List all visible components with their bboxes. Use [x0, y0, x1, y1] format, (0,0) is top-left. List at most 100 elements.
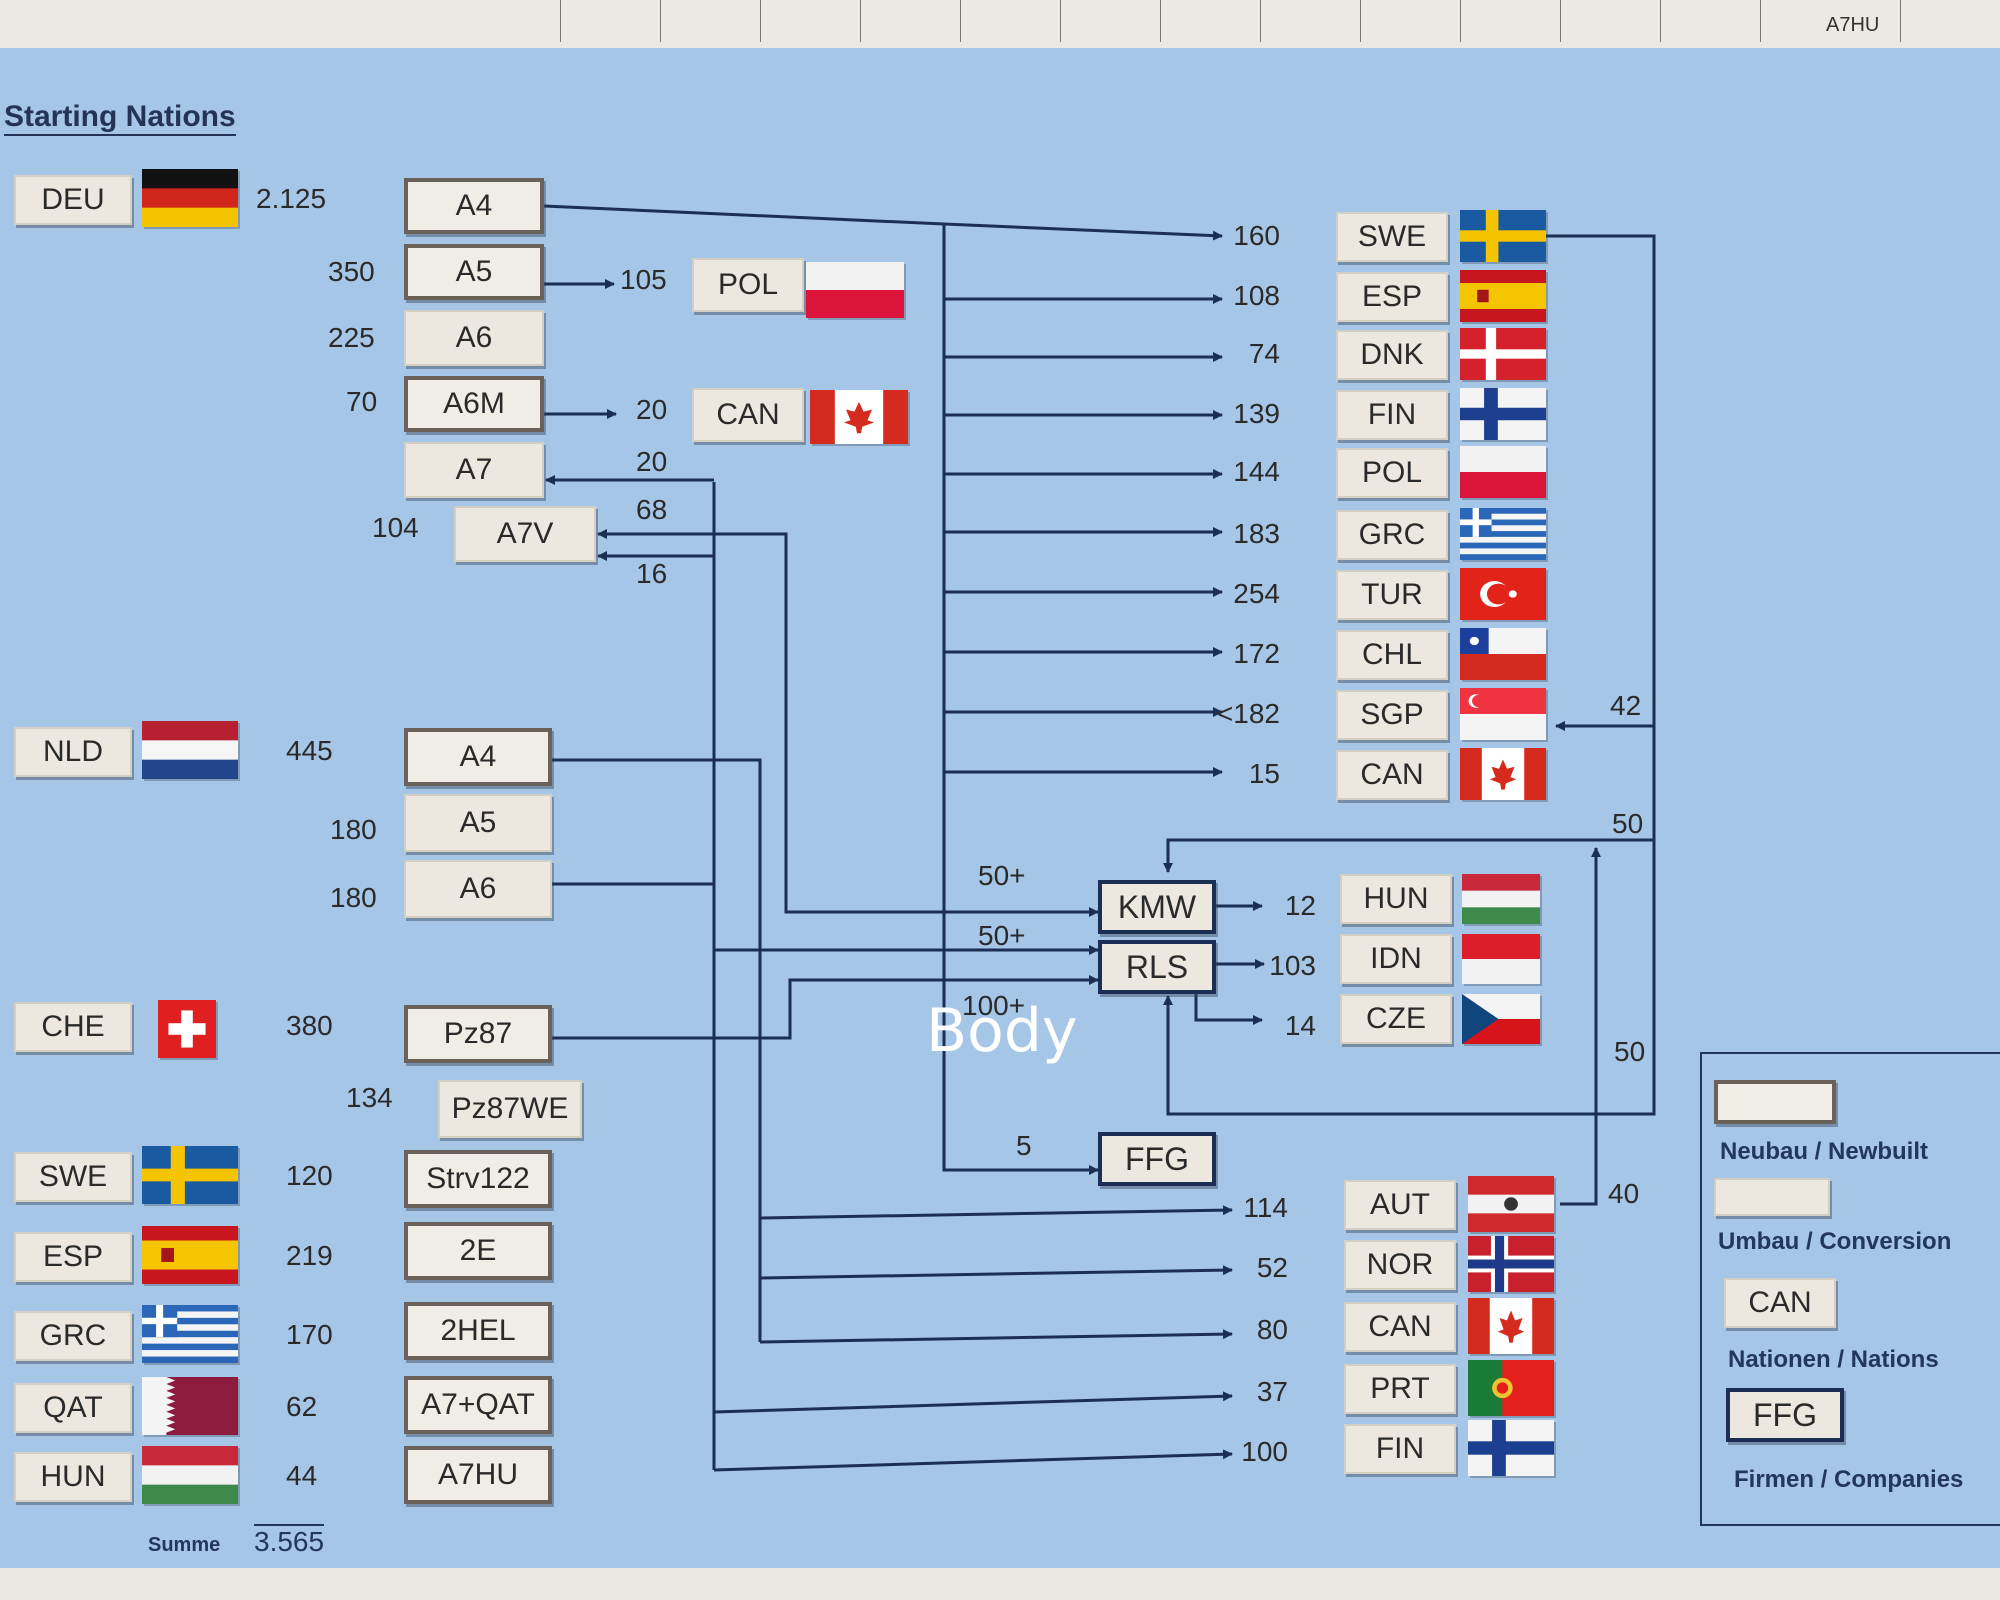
company-kmw: KMW	[1098, 880, 1216, 934]
step-count: 104	[372, 512, 419, 543]
recipient-aut: AUT	[1344, 1180, 1456, 1230]
early-qty-pol: 105	[620, 264, 667, 295]
backflow-qty: 20	[636, 446, 668, 477]
recipient-fin: FIN	[1336, 390, 1448, 440]
nation-code-hun: HUN	[14, 1452, 132, 1502]
recipient-dnk: DNK	[1336, 330, 1448, 380]
backflow-qty: 16	[636, 558, 668, 589]
recipient-tur: TUR	[1336, 570, 1448, 620]
recipient-qty-prt: 37	[1256, 1376, 1288, 1407]
recipient-fin: FIN	[1344, 1424, 1456, 1474]
model-pz87we-box: Pz87WE	[438, 1080, 582, 1138]
flag-ch-icon	[158, 1000, 216, 1058]
flag-se-icon	[142, 1146, 238, 1204]
step-count: 134	[346, 1082, 393, 1113]
legend-conversion-swatch	[1714, 1178, 1830, 1216]
flag-gr-icon	[142, 1305, 238, 1364]
flag-de-icon	[142, 169, 238, 228]
legend-conversion: Umbau / Conversion	[1718, 1228, 1952, 1255]
model-a5-box: A5	[404, 794, 552, 852]
flag-fi-icon	[1460, 388, 1546, 440]
legend-newbuilt: Neubau / Newbuilt	[1720, 1138, 1929, 1165]
recipient-idn: IDN	[1340, 934, 1452, 984]
model-a6-box: A6	[404, 310, 544, 366]
starting-qty-grc: 170	[286, 1319, 333, 1350]
model-strv122-box: Strv122	[404, 1150, 552, 1208]
company-recipient-qty-cze: 14	[1284, 1010, 1316, 1041]
flag-pt-icon	[1468, 1360, 1554, 1416]
flag-dk-icon	[1460, 328, 1546, 380]
model-2e-box: 2E	[404, 1222, 552, 1280]
recipient-chl: CHL	[1336, 630, 1448, 680]
recipient-qty-nor: 52	[1256, 1252, 1288, 1283]
model-pz87-box: Pz87	[404, 1005, 552, 1063]
flag-no-icon	[1468, 1236, 1554, 1292]
model-a4-box: A4	[404, 178, 544, 234]
recipient-qty-aut: 114	[1243, 1192, 1288, 1223]
flag-ca-icon	[1468, 1298, 1554, 1354]
flag-fi-icon	[1468, 1420, 1554, 1476]
recipient-qty-swe: 160	[1233, 220, 1280, 251]
recipient-qty-pol: 144	[1233, 456, 1280, 487]
starting-qty-esp: 219	[286, 1240, 333, 1271]
nation-code-che: CHE	[14, 1002, 132, 1052]
recipient-prt: PRT	[1344, 1364, 1456, 1414]
recipient-nor: NOR	[1344, 1240, 1456, 1290]
model-a7qat-box: A7+QAT	[404, 1376, 552, 1434]
legend	[1700, 1052, 2000, 1526]
recipient-qty-fin: 139	[1233, 398, 1280, 429]
company-rls: RLS	[1098, 940, 1216, 994]
flag-at-icon	[1468, 1176, 1554, 1233]
flag-pl-icon	[1460, 446, 1546, 499]
flag-sg-icon	[1460, 688, 1546, 740]
flow-to-sgp: 42	[1610, 690, 1642, 721]
nation-code-esp: ESP	[14, 1232, 132, 1282]
company-recipient-qty-idn: 103	[1269, 950, 1316, 981]
early-recipient-can: CAN	[692, 388, 804, 442]
recipient-qty-dnk: 74	[1248, 338, 1280, 369]
step-count: 180	[330, 814, 377, 845]
company-inflow-rls: 50+	[978, 920, 1026, 951]
starting-qty-swe: 120	[286, 1160, 333, 1191]
recipient-can: CAN	[1344, 1302, 1456, 1352]
flag-tr-icon	[1460, 568, 1546, 620]
company-ffg: FFG	[1098, 1132, 1216, 1186]
rls-inflow-extra: 100+	[962, 990, 1026, 1021]
recipient-esp: ESP	[1336, 272, 1448, 322]
recipient-hun: HUN	[1340, 874, 1452, 924]
starting-qty-deu: 2.125	[256, 183, 327, 214]
flow-to-rls: 50	[1614, 1036, 1646, 1067]
flow-from-aut: 40	[1608, 1178, 1640, 1209]
flag-ca-icon	[1460, 748, 1546, 800]
legend-companies: Firmen / Companies	[1734, 1466, 1964, 1493]
flag-se-icon	[1460, 210, 1546, 262]
diagram-sheet	[0, 48, 2000, 1568]
recipient-sgp: SGP	[1336, 690, 1448, 740]
flag-gr-icon	[1460, 508, 1546, 561]
step-count: 180	[330, 882, 377, 913]
flag-ca-icon	[810, 390, 908, 444]
legend-nation-sample: CAN	[1724, 1278, 1836, 1328]
recipient-qty-can: 80	[1256, 1314, 1288, 1345]
flag-hu-icon	[1462, 874, 1540, 925]
model-a7hu-box: A7HU	[404, 1446, 552, 1504]
model-a4-box: A4	[404, 728, 552, 786]
model-a7-box: A7	[404, 442, 544, 498]
flag-es-icon	[1460, 270, 1546, 322]
recipient-qty-chl: 172	[1233, 638, 1280, 669]
starting-qty-hun: 44	[286, 1460, 318, 1491]
flow-to-kmw: 50	[1612, 808, 1644, 839]
company-inflow-ffg: 5	[1016, 1130, 1032, 1161]
model-a5-box: A5	[404, 244, 544, 300]
flag-cl-icon	[1460, 628, 1546, 680]
page-title: Starting Nations	[4, 100, 236, 136]
summe-label: Summe	[148, 1534, 221, 1556]
recipient-swe: SWE	[1336, 212, 1448, 262]
watermark-text: Body	[926, 996, 1078, 1066]
legend-newbuilt-swatch	[1714, 1080, 1836, 1124]
recipient-qty-grc: 183	[1233, 518, 1280, 549]
recipient-qty-esp: 108	[1233, 280, 1280, 311]
recipient-qty-fin: 100	[1241, 1436, 1288, 1467]
nation-code-nld: NLD	[14, 727, 132, 777]
